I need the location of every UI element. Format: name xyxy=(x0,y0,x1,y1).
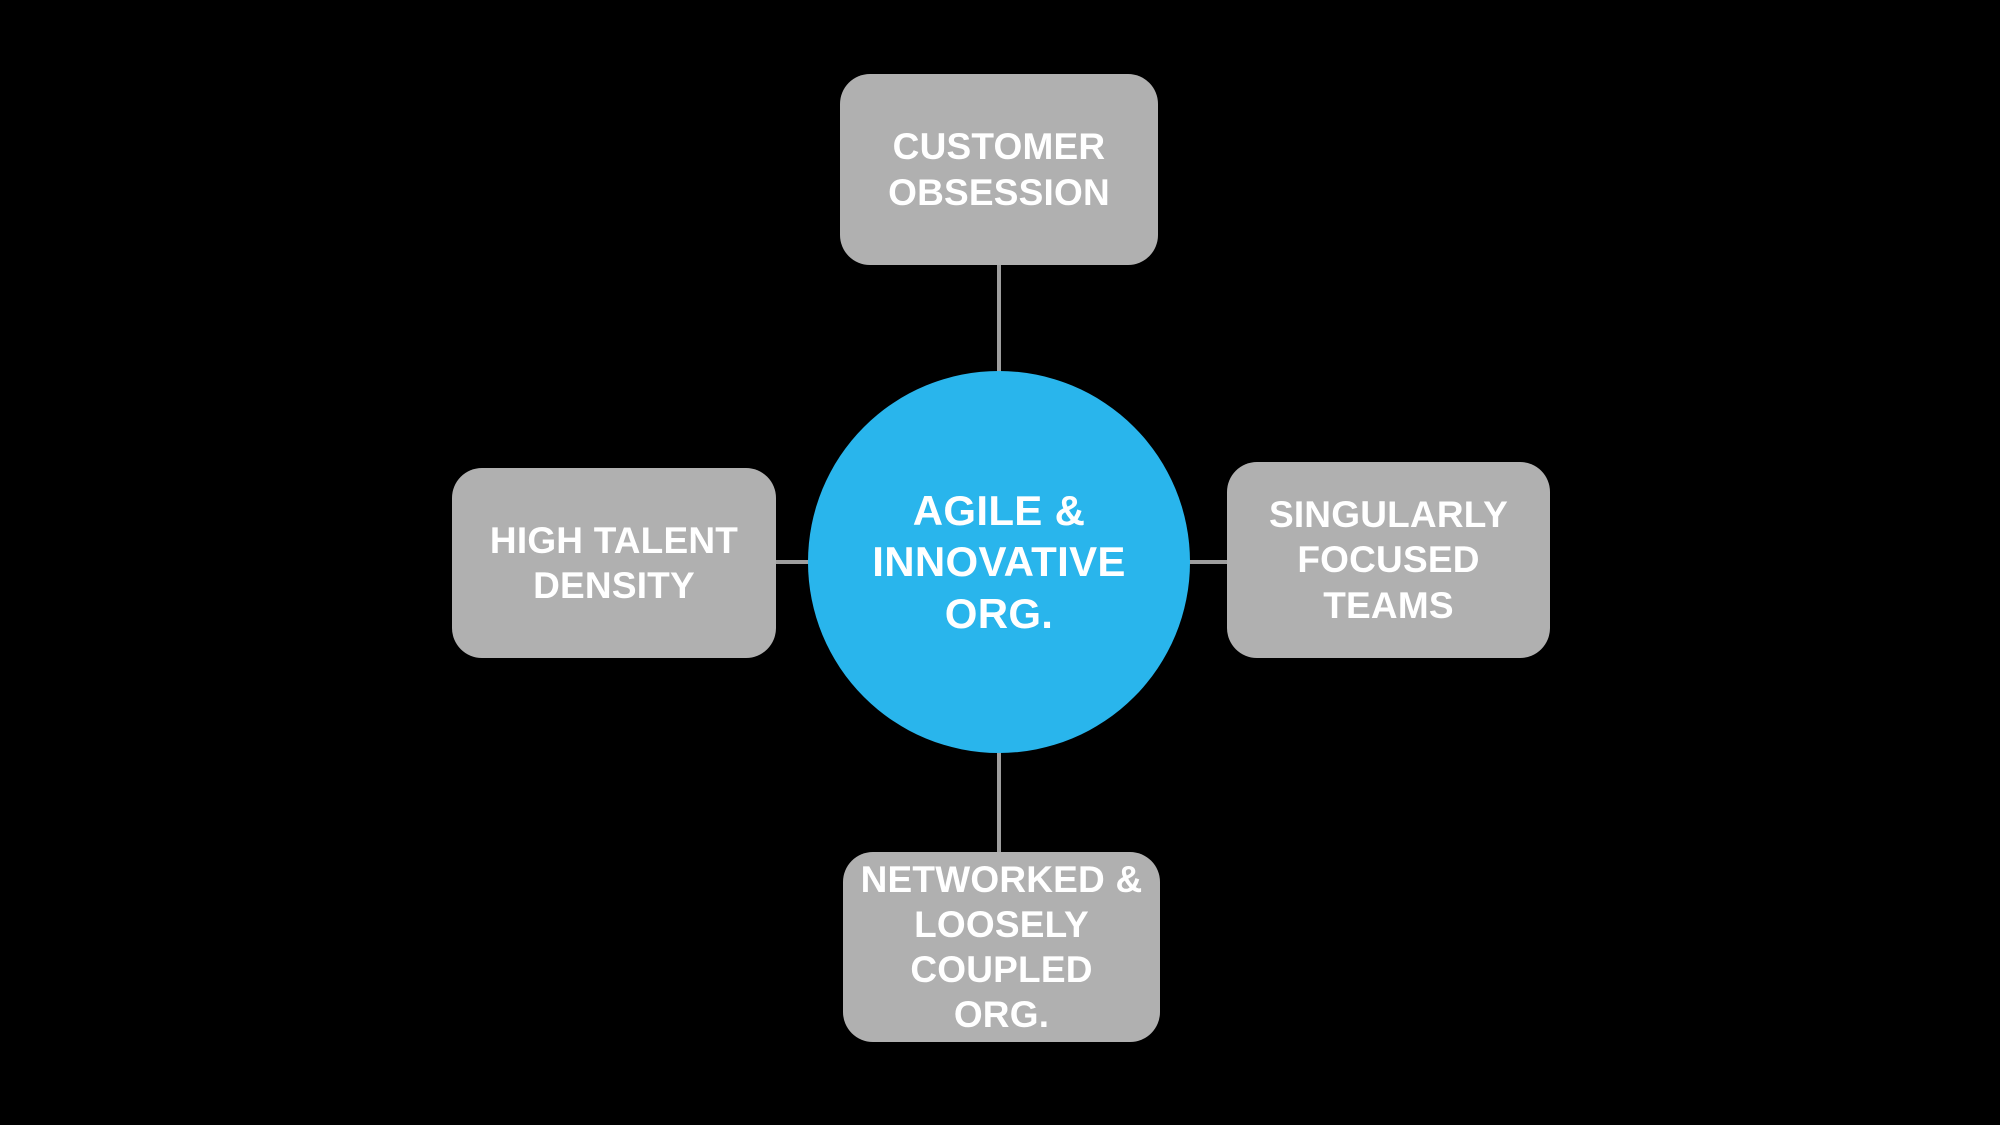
node-singularly-focused-teams[interactable]: SINGULARLY FOCUSED TEAMS xyxy=(1227,462,1550,658)
node-networked-loosely-coupled-org-label: NETWORKED & LOOSELY COUPLED ORG. xyxy=(860,858,1143,1036)
node-networked-loosely-coupled-org[interactable]: NETWORKED & LOOSELY COUPLED ORG. xyxy=(843,852,1160,1042)
node-high-talent-density-label: HIGH TALENT DENSITY xyxy=(489,519,739,606)
connector-line-right xyxy=(1184,560,1230,564)
node-customer-obsession-label: CUSTOMER OBSESSION xyxy=(888,126,1110,213)
center-node-agile-innovative-org[interactable]: AGILE & INNOVATIVE ORG. xyxy=(808,371,1190,753)
center-node-label: AGILE & INNOVATIVE ORG. xyxy=(872,487,1126,637)
node-customer-obsession[interactable]: CUSTOMER OBSESSION xyxy=(840,74,1158,265)
connector-line-left xyxy=(772,560,814,564)
connector-line-bottom xyxy=(997,750,1001,854)
connector-line-top xyxy=(997,263,1001,375)
node-high-talent-density[interactable]: HIGH TALENT DENSITY xyxy=(452,468,776,658)
node-singularly-focused-teams-label: SINGULARLY FOCUSED TEAMS xyxy=(1268,494,1509,626)
